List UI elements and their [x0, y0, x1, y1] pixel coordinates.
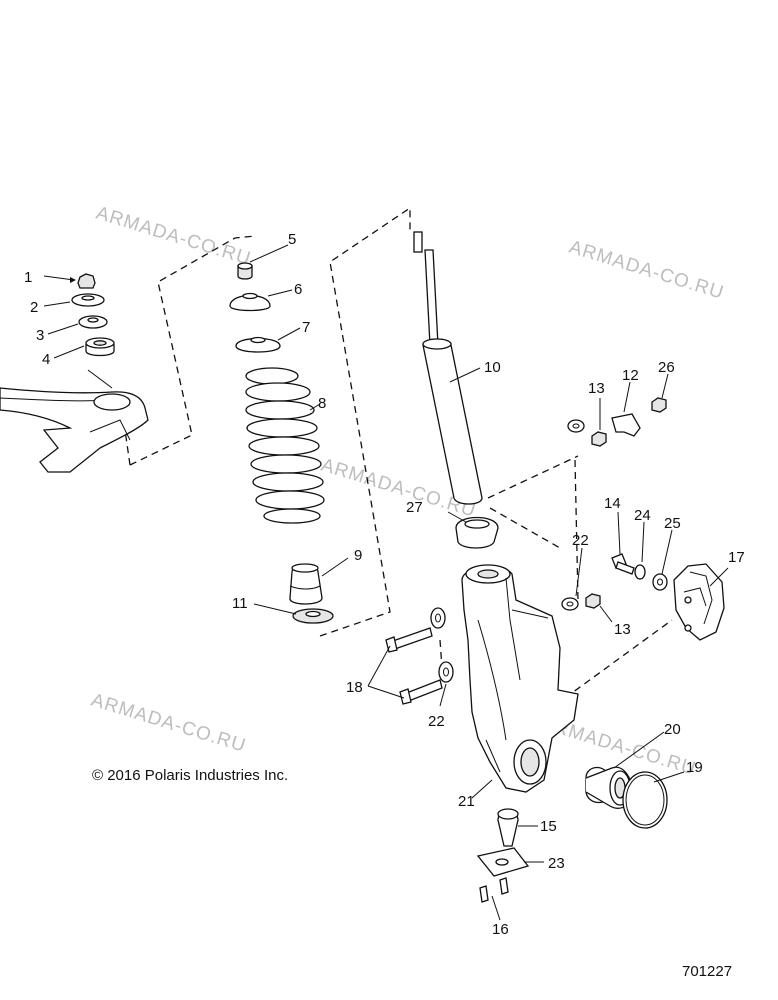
callout-4: 4 — [42, 351, 50, 368]
callout-15: 15 — [540, 818, 557, 835]
leader-lines — [43, 244, 729, 921]
callout-2: 2 — [30, 299, 38, 316]
callout-14: 14 — [604, 495, 621, 512]
callout-16: 16 — [492, 921, 509, 938]
callout-22-right: 22 — [572, 532, 589, 549]
callout-3: 3 — [36, 327, 44, 344]
spring-caps — [229, 262, 281, 353]
callout-8: 8 — [318, 395, 326, 412]
ball-joint — [476, 808, 530, 903]
callout-23: 23 — [548, 855, 565, 872]
upper-arm-frame — [0, 369, 149, 473]
callout-26: 26 — [658, 359, 675, 376]
brake-hardware — [585, 397, 725, 641]
steering-knuckle — [461, 564, 579, 793]
shock-mount — [455, 516, 499, 549]
callout-22-left: 22 — [428, 713, 445, 730]
callout-24: 24 — [634, 507, 651, 524]
bump-stop — [289, 563, 334, 624]
coil-spring — [245, 367, 325, 524]
callout-17: 17 — [728, 549, 745, 566]
assembly-lines — [124, 206, 673, 699]
mount-stack — [71, 273, 115, 357]
shock-absorber — [413, 231, 483, 505]
mounting-bolts — [385, 419, 585, 705]
figure-number: 701227 — [682, 963, 732, 980]
callout-25: 25 — [664, 515, 681, 532]
callout-7: 7 — [302, 319, 310, 336]
callout-18: 18 — [346, 679, 363, 696]
callout-27: 27 — [406, 499, 423, 516]
callout-9: 9 — [354, 547, 362, 564]
callout-11: 11 — [232, 595, 248, 612]
watermark-1: ARMADA-CO.RU — [94, 203, 254, 270]
watermark-2: ARMADA-CO.RU — [567, 237, 727, 304]
callout-12: 12 — [622, 367, 639, 384]
hub-bearing — [585, 766, 668, 829]
callout-13-bottom: 13 — [614, 621, 631, 638]
callout-19: 19 — [686, 759, 703, 776]
callout-10: 10 — [484, 359, 501, 376]
callout-6: 6 — [294, 281, 302, 298]
callout-20: 20 — [664, 721, 681, 738]
callout-13-top: 13 — [588, 380, 605, 397]
callout-1: 1 — [24, 269, 32, 286]
copyright-notice: © 2016 Polaris Industries Inc. — [92, 767, 288, 784]
callout-5: 5 — [288, 231, 296, 248]
callout-labels: 1 2 3 4 5 6 7 8 9 10 11 12 13 13 14 15 1… — [24, 231, 745, 938]
watermark-4: ARMADA-CO.RU — [89, 690, 249, 757]
callout-21: 21 — [458, 793, 475, 810]
